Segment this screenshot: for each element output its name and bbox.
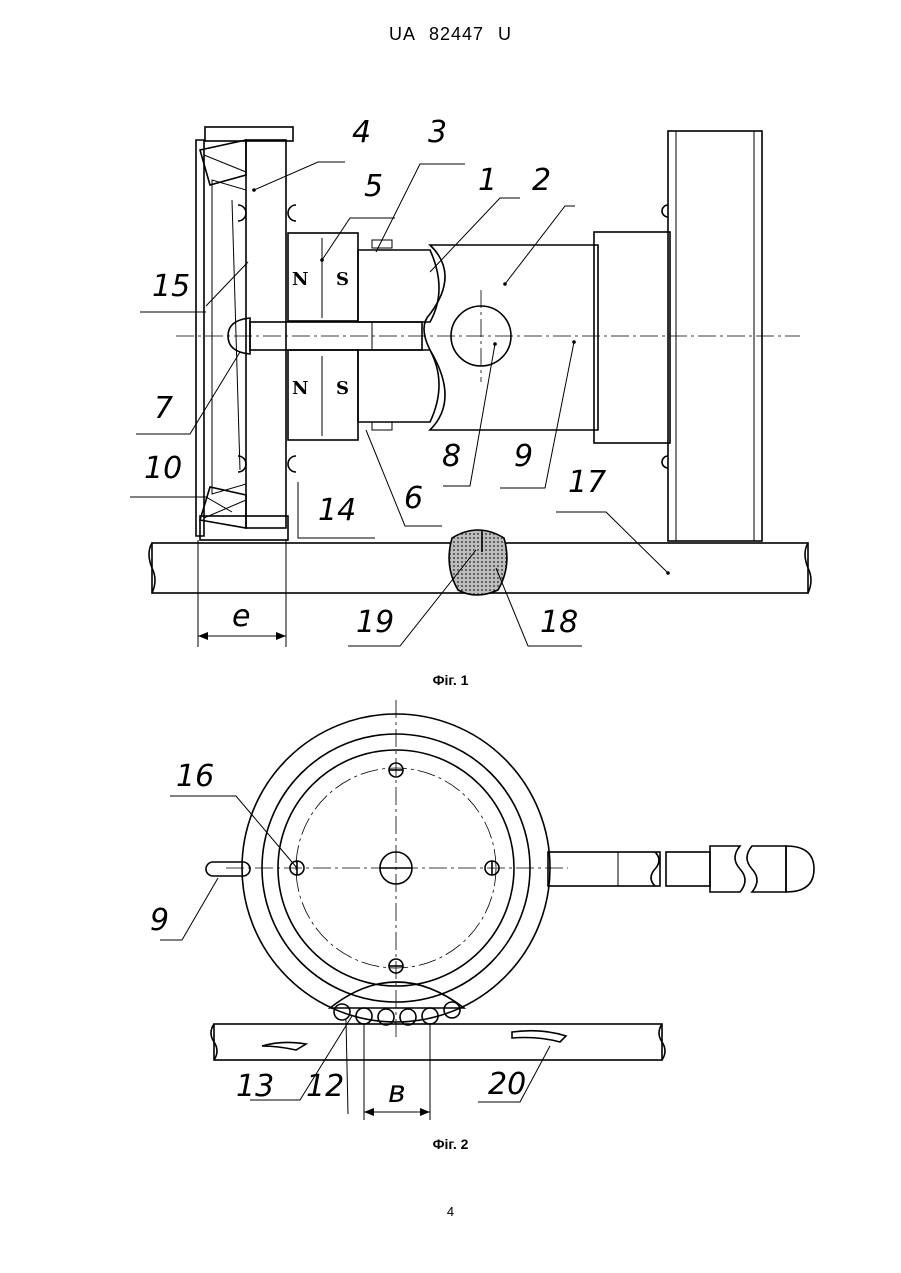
figure-2-caption: Фіг. 2 [0,1136,901,1152]
figure-1-drawing [130,127,811,647]
label-15: 15 [152,269,190,304]
label-17: 17 [568,465,606,500]
dimension-e-label: e [232,599,250,634]
weld-bead-18 [449,530,507,595]
body-2 [424,232,670,443]
label-9b: 9 [150,903,169,938]
holder-1 [358,250,439,322]
label-20: 20 [488,1067,526,1102]
pole-s-bottom: S [336,378,349,399]
label-9: 9 [514,439,533,474]
label-10: 10 [144,451,182,486]
label-14: 14 [318,493,356,528]
pole-n-bottom: N [292,378,308,399]
label-3: 3 [428,115,447,150]
label-5: 5 [364,169,383,204]
pole-s-top: S [336,269,349,290]
label-1: 1 [478,163,497,198]
ring-15 [196,140,246,536]
label-13: 13 [236,1069,274,1104]
label-16: 16 [176,759,214,794]
label-2: 2 [532,163,551,198]
label-18: 18 [540,605,578,640]
label-4: 4 [352,115,371,150]
figure-1-labels: 4 3 1 2 5 15 7 10 14 6 8 9 17 19 18 e N … [144,115,606,640]
label-12: 12 [306,1069,344,1104]
dimension-b-label: в [388,1075,406,1110]
label-7: 7 [154,391,173,426]
label-19: 19 [356,605,394,640]
page-number: 4 [0,1204,901,1219]
label-8: 8 [442,439,461,474]
figure-2-labels: 16 9 13 12 20 в [150,759,526,1110]
label-6: 6 [404,481,423,516]
figure-2-drawing [160,700,814,1120]
figure-1-caption: Фіг. 1 [0,672,901,688]
pole-n-top: N [292,269,308,290]
